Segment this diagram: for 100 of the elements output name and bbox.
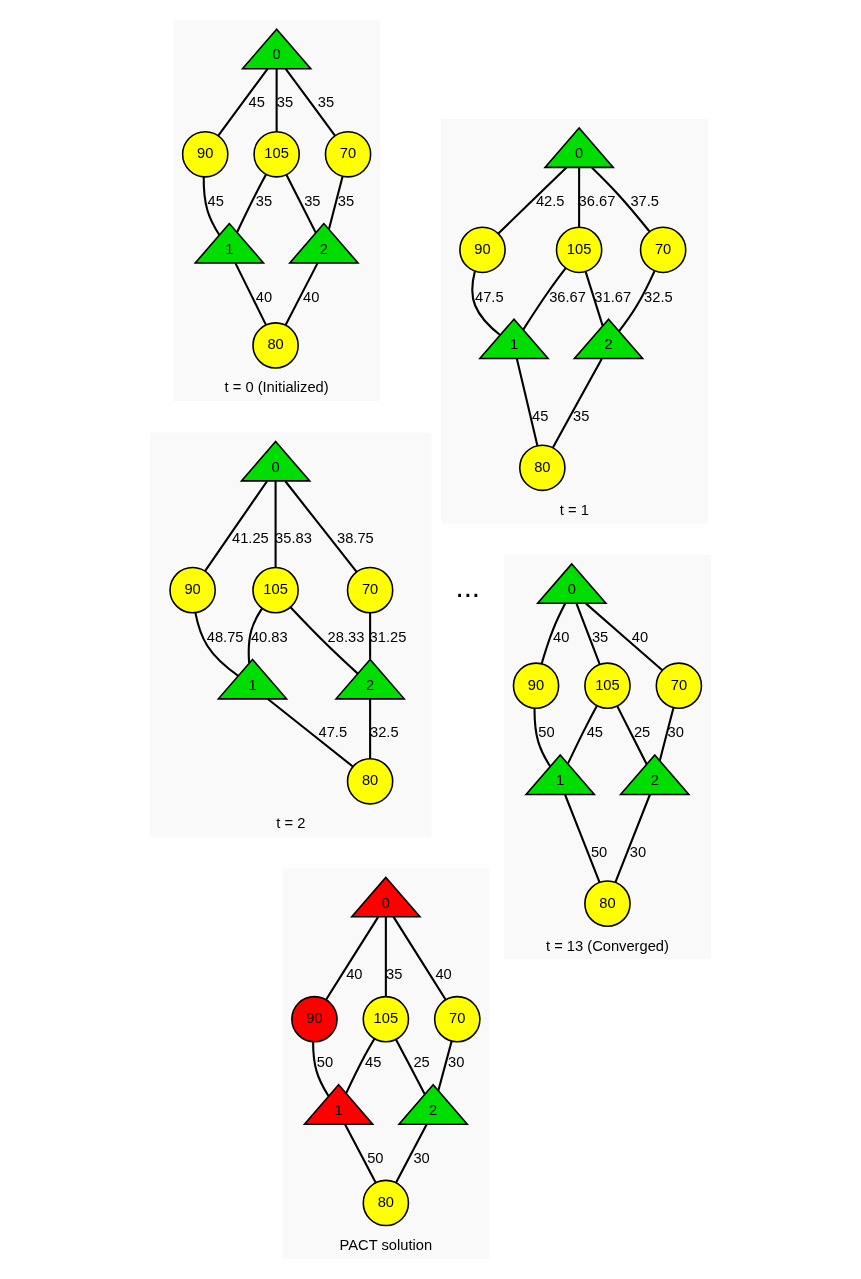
- node-circle: 90: [459, 226, 506, 274]
- edge-label: 35: [591, 628, 609, 645]
- edge-label: 35: [304, 192, 321, 209]
- connector: [289, 606, 359, 675]
- node-circle: 80: [584, 880, 631, 927]
- connector: [395, 1123, 428, 1183]
- edge-label: 45: [248, 94, 265, 111]
- connector: [515, 358, 539, 446]
- connector: [217, 68, 269, 137]
- edge-label: 50: [590, 843, 608, 860]
- edge-label: 30: [413, 1149, 430, 1166]
- node-circle: 70: [346, 566, 394, 614]
- edge-label: 28.33: [327, 628, 365, 645]
- edge-label: 47.5: [475, 288, 504, 305]
- connector: [274, 481, 277, 568]
- node-circle: 80: [362, 1179, 410, 1227]
- connector: [384, 916, 387, 997]
- edge-label: 32.5: [369, 724, 399, 741]
- connector: [325, 916, 380, 1001]
- edge-label: 31.67: [594, 288, 632, 305]
- edge-label: 25: [413, 1054, 430, 1071]
- connector: [369, 699, 372, 759]
- edge-label: 35: [573, 407, 590, 424]
- edge-label: 41.25: [232, 530, 269, 547]
- connector: [591, 166, 651, 232]
- edge-label: 36.67: [578, 192, 616, 209]
- connector: [284, 262, 319, 326]
- connector: [392, 916, 447, 1001]
- node-circle: 90: [512, 662, 560, 710]
- edge-label: 45: [586, 724, 604, 741]
- node-circle: 80: [346, 757, 394, 805]
- node-circle: 70: [639, 226, 687, 274]
- edge-label: 30: [667, 724, 684, 741]
- connector: [618, 270, 656, 332]
- edge-label: 48.75: [206, 628, 244, 645]
- node-circle: 105: [555, 226, 603, 274]
- connector: [540, 603, 567, 664]
- node-circle: 90: [181, 130, 229, 178]
- edge-label: 47.5: [318, 724, 348, 741]
- connector: [658, 707, 675, 761]
- edge-label: 45: [207, 192, 224, 209]
- node-circle: 80: [252, 322, 299, 369]
- connector: [471, 271, 501, 336]
- edge-label: 45: [532, 407, 549, 424]
- edge-label: 40: [346, 965, 363, 982]
- edge-label: 35: [317, 94, 335, 111]
- connector: [327, 176, 344, 230]
- label: ...: [455, 570, 481, 604]
- edge-label: 40: [303, 288, 320, 305]
- connector: [285, 174, 317, 234]
- edge-label: 35: [337, 192, 355, 209]
- edge-label: 40: [435, 965, 452, 982]
- node-circle: 90: [291, 995, 338, 1043]
- connector: [236, 174, 267, 233]
- connector: [194, 612, 239, 677]
- edge-label: 25: [633, 724, 651, 741]
- node-circle: 80: [519, 444, 566, 492]
- node-circle: 105: [252, 566, 299, 614]
- edge-label: 40: [553, 628, 570, 645]
- connector: [616, 705, 648, 765]
- connector: [284, 68, 336, 137]
- connector: [234, 262, 267, 326]
- connector: [564, 794, 601, 883]
- node-circle: 70: [433, 995, 481, 1043]
- edge-label: 37.5: [630, 192, 660, 209]
- connector: [312, 1041, 330, 1097]
- edge-label: 32.5: [644, 288, 673, 305]
- edge-label: 35: [255, 192, 273, 209]
- connector: [284, 480, 358, 573]
- connector: [275, 68, 278, 132]
- connector: [575, 603, 601, 665]
- connector: [204, 480, 268, 572]
- connector: [567, 705, 598, 764]
- edge-label: 38.75: [337, 530, 374, 547]
- connector: [247, 607, 263, 664]
- connector: [395, 1039, 426, 1095]
- node-circle: 105: [362, 995, 410, 1043]
- connector: [497, 166, 568, 235]
- edge-label: 30: [448, 1054, 465, 1071]
- node-circle: 70: [324, 130, 372, 178]
- connector: [345, 1038, 376, 1094]
- node-circle: 90: [169, 566, 216, 614]
- edge-label: 31.25: [369, 628, 407, 645]
- connector: [267, 698, 354, 768]
- edge-label: 40: [631, 628, 649, 645]
- edge-label: 45: [365, 1054, 382, 1071]
- connector: [344, 1123, 377, 1183]
- edge-label: 40.83: [250, 628, 288, 645]
- node-circle: 105: [584, 662, 631, 710]
- edge-label: 36.67: [549, 288, 586, 305]
- node-circle: 105: [253, 130, 300, 178]
- edge-label: 42.5: [535, 192, 565, 209]
- edge-label: 40: [255, 288, 273, 305]
- connector: [522, 267, 567, 330]
- connector: [533, 708, 551, 767]
- connector: [369, 612, 372, 660]
- connector: [578, 167, 581, 227]
- connector: [552, 358, 603, 448]
- connector: [584, 271, 604, 326]
- edge-label: 50: [367, 1149, 384, 1166]
